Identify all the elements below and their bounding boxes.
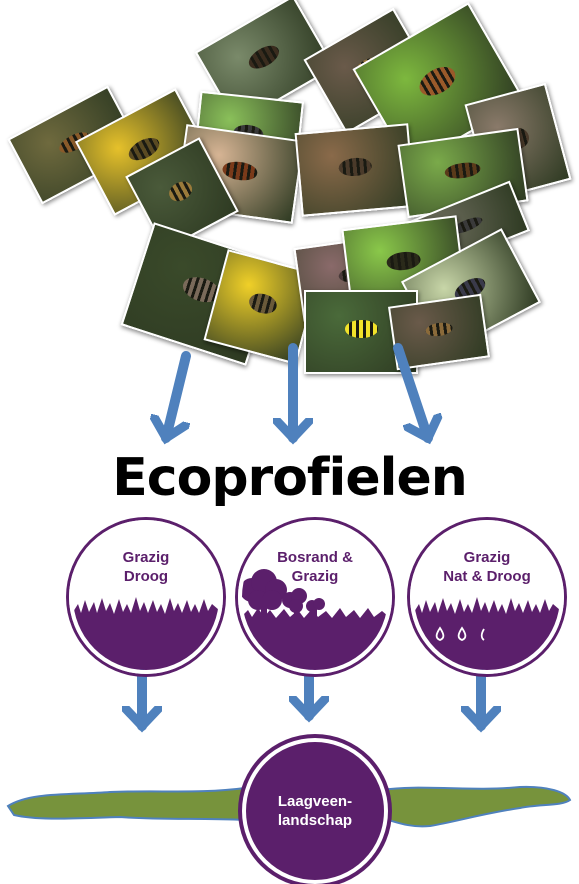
- landscape-shape: [6, 786, 246, 822]
- water-drops-icon: [414, 597, 560, 670]
- ecoprofile-label: Grazig Nat & Droog: [443, 549, 531, 585]
- landscape-shape-right: [381, 785, 572, 828]
- ecoprofile-grazig-droog: Grazig Droog: [69, 520, 223, 674]
- landscape-circle: Laagveen- landschap: [242, 738, 388, 884]
- forest-edge-icon: [242, 569, 388, 670]
- page-title: Ecoprofielen: [112, 448, 468, 508]
- bee-icon: [344, 320, 378, 338]
- ecoprofile-label: Bosrand & Grazig: [277, 549, 353, 585]
- ecoprofile-label: Grazig Droog: [122, 549, 170, 585]
- grass-icon: [73, 597, 219, 670]
- landscape-label: Laagveen- landschap: [277, 793, 353, 829]
- ecoprofile-bosrand-grazig: Bosrand & Grazig: [238, 520, 392, 674]
- ecoprofile-grazig-nat-droog: Grazig Nat & Droog: [410, 520, 564, 674]
